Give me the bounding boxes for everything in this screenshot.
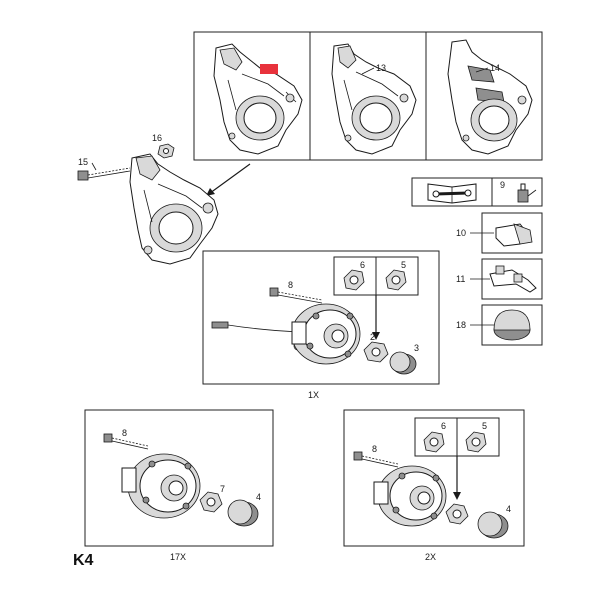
quantity-1x: 1X	[308, 390, 319, 400]
wheel-hub-bearing	[373, 465, 447, 527]
dust-cap-3	[389, 351, 417, 375]
hub-nut-2	[363, 341, 389, 363]
callout-11: 11	[456, 274, 465, 284]
callout-13: 13	[376, 63, 386, 73]
callout-18: 18	[456, 320, 466, 330]
hub-kit-panel-2: 6 5 8	[343, 409, 525, 547]
steering-knuckle-main	[129, 153, 219, 265]
special-tool-panel: 9	[411, 177, 543, 207]
dust-cap-panel-18	[470, 304, 543, 346]
callout-12-highlight	[260, 64, 278, 74]
nut-5	[385, 269, 407, 291]
callout-4: 4	[256, 492, 261, 502]
wheel-stud-8	[103, 433, 149, 450]
steering-knuckle-13	[331, 43, 417, 155]
knuckle-variants-frame	[193, 31, 543, 161]
callout-8: 8	[372, 444, 377, 454]
abs-sensor-cable	[211, 321, 303, 351]
callout-3: 3	[414, 343, 419, 353]
callout-5: 5	[482, 421, 487, 431]
callout-5: 5	[401, 260, 406, 270]
callout-6: 6	[441, 421, 446, 431]
wheel-hub-bearing	[291, 303, 361, 365]
hub-kit-panel-1: 6 5 8	[202, 250, 440, 385]
callout-6: 6	[360, 260, 365, 270]
nut-5	[465, 431, 487, 453]
callout-8: 8	[288, 280, 293, 290]
hub-kit-panel-17: 8 7 4	[84, 409, 274, 547]
wheel-stud-8	[269, 287, 323, 304]
leader-14	[475, 67, 489, 73]
quantity-17x: 17X	[170, 552, 186, 562]
callout-4: 4	[506, 504, 511, 514]
hub-kit-frame-2	[343, 409, 525, 547]
hub-nut-7	[199, 491, 223, 513]
quantity-2x: 2X	[425, 552, 436, 562]
leader-13	[361, 67, 375, 75]
nut-6	[343, 269, 365, 291]
steering-knuckle-14	[447, 39, 533, 155]
wheel-hub-bearing	[121, 453, 201, 519]
callout-2: 2	[370, 332, 375, 342]
wheel-stud-8	[353, 451, 399, 468]
hub-nut	[445, 503, 469, 525]
page-code: K4	[73, 552, 94, 569]
leader-15	[91, 162, 97, 171]
hub-kit-frame-17	[84, 409, 274, 547]
nut-6	[423, 431, 445, 453]
open-book-wrench-icon	[427, 183, 477, 204]
clip-panel-10	[470, 212, 543, 254]
variant-arrowhead	[206, 188, 215, 196]
variant-arrow	[205, 163, 251, 197]
callout-14: 14	[490, 63, 500, 73]
callout-9: 9	[500, 180, 505, 190]
wrench-icon	[517, 183, 537, 203]
bracket-panel-11	[470, 258, 543, 300]
callout-16: 16	[152, 133, 162, 143]
callout-10: 10	[456, 228, 466, 238]
nut-16	[157, 143, 175, 159]
steering-knuckle-12	[213, 43, 303, 155]
callout-8: 8	[122, 428, 127, 438]
hub-kit-frame-1	[202, 250, 440, 385]
bolt-15	[77, 167, 131, 181]
callout-7: 7	[220, 484, 225, 494]
knuckle-variants-panel: 13 14	[193, 31, 543, 161]
dust-cap-4	[477, 511, 509, 539]
callout-15: 15	[78, 157, 88, 167]
tool-frame	[411, 177, 543, 207]
dust-cap-4	[227, 499, 259, 527]
